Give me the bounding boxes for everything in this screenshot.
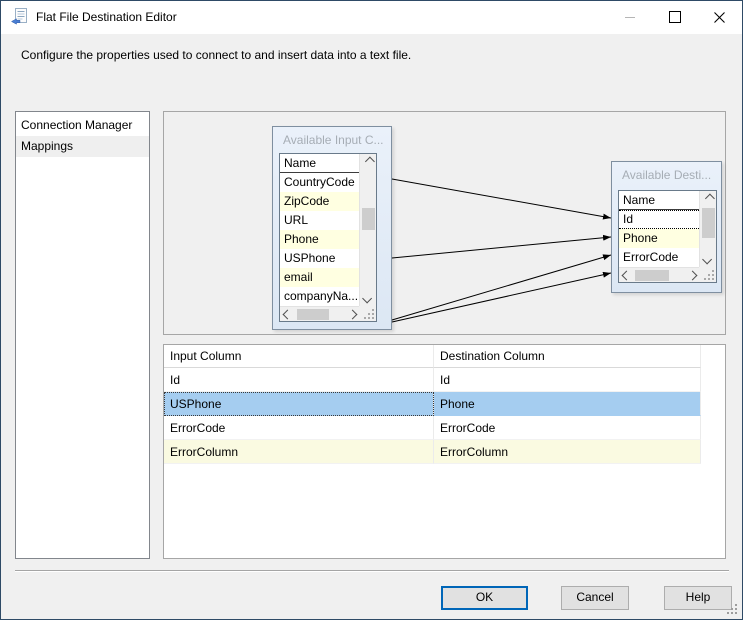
chevron-right-icon [347,309,358,320]
input-column-item-url[interactable]: URL [280,211,359,230]
title-bar[interactable]: Flat File Destination Editor [1,1,742,34]
help-button[interactable]: Help [664,586,732,610]
input-column-cell[interactable]: USPhone [164,392,434,416]
horizontal-scroll-thumb[interactable] [297,309,329,320]
input-column-item-countrycode[interactable]: CountryCode [280,173,359,192]
minimize-button[interactable] [607,1,652,33]
vertical-scroll-thumb[interactable] [702,208,715,238]
destination-column-header[interactable]: Destination Column [434,345,701,368]
dialog-description: Configure the properties used to connect… [21,48,412,62]
input-column-item-zipcode[interactable]: ZipCode [280,192,359,211]
horizontal-scroll-thumb[interactable] [635,270,669,281]
destination-column-item-id[interactable]: Id [619,210,699,229]
scroll-right-button[interactable] [345,307,360,322]
input-column-item-companyna[interactable]: companyNa... [280,287,359,306]
destination-vertical-scrollbar[interactable] [699,191,716,267]
input-column-cell[interactable]: Id [164,368,434,392]
destination-column-cell[interactable]: ErrorCode [434,416,701,440]
footer-separator [15,570,729,572]
input-list-header: Name [280,154,359,173]
destination-list-header: Name [619,191,699,210]
minimize-icon [624,16,635,18]
destination-column-cell[interactable]: ErrorColumn [434,440,701,464]
destination-box-title: Available Desti... [622,168,712,182]
mapping-connector-errorcolumn-to-errorcolumn [391,271,612,323]
vertical-scroll-thumb[interactable] [362,208,375,230]
input-column-item-email[interactable]: email [280,268,359,287]
input-column-cell[interactable]: ErrorCode [164,416,434,440]
chevron-left-icon [282,309,293,320]
window-title: Flat File Destination Editor [36,10,177,24]
chevron-right-icon [687,270,698,281]
chevron-down-icon [702,254,713,265]
list-resize-grip[interactable] [359,306,376,321]
sidebar-item-connection-manager[interactable]: Connection Manager [21,118,133,132]
destination-column-item-errorcode[interactable]: ErrorCode [619,248,699,267]
grip-dots-icon [704,270,714,280]
scroll-left-button[interactable] [619,268,634,283]
input-box-title: Available Input C... [283,133,384,147]
ok-button[interactable]: OK [441,586,528,610]
scroll-right-button[interactable] [685,268,700,283]
close-icon [714,11,725,23]
mapping-connector-id-to-id [391,178,612,220]
maximize-button[interactable] [652,1,697,33]
destination-horizontal-scrollbar[interactable] [619,267,700,282]
flat-file-destination-icon [11,8,27,25]
destination-column-cell[interactable]: Id [434,368,701,392]
chevron-left-icon [621,270,632,281]
input-horizontal-scrollbar[interactable] [280,306,360,321]
scroll-up-button[interactable] [360,154,377,169]
maximize-icon [668,11,681,23]
destination-column-item-phone[interactable]: Phone [619,229,699,248]
window-resize-grip[interactable] [727,604,738,615]
chevron-down-icon [362,293,373,304]
close-button[interactable] [697,1,742,33]
mapping-connector-errorcode-to-errorcode [391,254,612,321]
mapping-lines-svg [391,178,612,323]
scroll-down-button[interactable] [700,252,717,267]
input-column-cell[interactable]: ErrorColumn [164,440,434,464]
input-column-item-phone[interactable]: Phone [280,230,359,249]
chevron-up-icon [364,156,375,167]
destination-column-cell[interactable]: Phone [434,392,701,416]
scroll-down-button[interactable] [360,291,377,306]
cancel-button[interactable]: Cancel [561,586,629,610]
chevron-up-icon [704,193,715,204]
input-column-header[interactable]: Input Column [164,345,434,368]
list-resize-grip[interactable] [699,267,716,282]
scroll-left-button[interactable] [280,307,295,322]
grip-dots-icon [364,309,374,319]
mapping-connector-usphone-to-phone [391,234,612,259]
input-column-item-usphone[interactable]: USPhone [280,249,359,268]
sidebar-item-mappings[interactable]: Mappings [16,136,149,157]
scroll-up-button[interactable] [700,191,717,206]
input-vertical-scrollbar[interactable] [359,154,376,306]
mapping-table-header: Input Column Destination Column [164,345,701,368]
